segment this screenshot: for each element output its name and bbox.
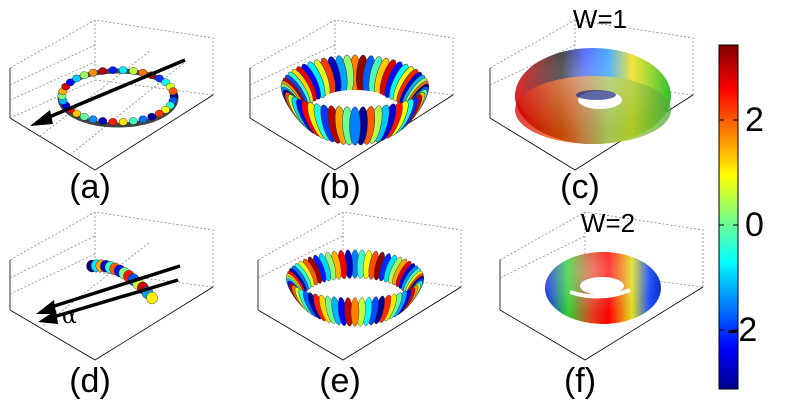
torus-hole [325, 90, 385, 106]
ring-bead [161, 105, 171, 114]
ring-beads [57, 66, 179, 126]
axes-box [9, 19, 214, 171]
colorbar-tick-label: -2 [727, 311, 758, 349]
colorbar [718, 44, 739, 390]
ring-bead [108, 66, 118, 74]
panel-b [249, 19, 454, 171]
ring-bead [118, 118, 128, 126]
arc-beads [86, 259, 158, 305]
ring-bead [79, 112, 89, 121]
torus-hole [323, 279, 387, 293]
panel-d [9, 211, 214, 361]
ring-bead [88, 115, 98, 124]
winding-label-f: W=2 [580, 208, 636, 238]
axis-arrows [36, 264, 181, 324]
subfigure-label-d: (d) [69, 362, 111, 400]
panel-c [489, 19, 694, 171]
torus-discs [280, 54, 430, 146]
winding-label-c: W=1 [572, 4, 628, 34]
subfigure-label-b: (b) [319, 168, 361, 206]
arc-bead [146, 291, 158, 305]
ring-bead [138, 115, 148, 124]
panel-a [9, 19, 214, 171]
ring-bead [98, 117, 108, 125]
smooth-torus-c [515, 42, 671, 144]
axis-arrow [30, 58, 186, 126]
colorbar-tick-label: 2 [745, 101, 764, 139]
panel-e [257, 211, 462, 361]
torus-discs-striped [285, 249, 425, 327]
ring-bead [118, 66, 128, 74]
ring-bead [72, 109, 82, 118]
ring-bead [128, 117, 138, 125]
ring-bead [147, 112, 157, 121]
subfigure-label-f: (f) [563, 362, 597, 400]
subfigure-label-e: (e) [319, 362, 361, 400]
panel-f [499, 211, 704, 361]
ring-bead [72, 74, 82, 83]
torus-disc [349, 106, 361, 146]
ring-bead [88, 68, 98, 77]
ring-bead [154, 74, 164, 83]
ring-bead [65, 78, 75, 87]
ring-bead [128, 67, 138, 75]
ring-bead [98, 67, 108, 75]
subfigure-label-c: (c) [560, 168, 600, 206]
ring-bead [108, 118, 118, 126]
ring-bead [154, 109, 164, 118]
subfigure-label-a: (a) [69, 168, 111, 206]
angle-alpha-symbol: α [62, 304, 77, 329]
torus-disc [350, 297, 360, 327]
axes-box [9, 211, 214, 361]
colorbar-tick-label: 0 [745, 206, 764, 244]
smooth-torus-f [545, 246, 661, 324]
ring-bead [79, 71, 89, 80]
ring-bead [168, 87, 178, 96]
